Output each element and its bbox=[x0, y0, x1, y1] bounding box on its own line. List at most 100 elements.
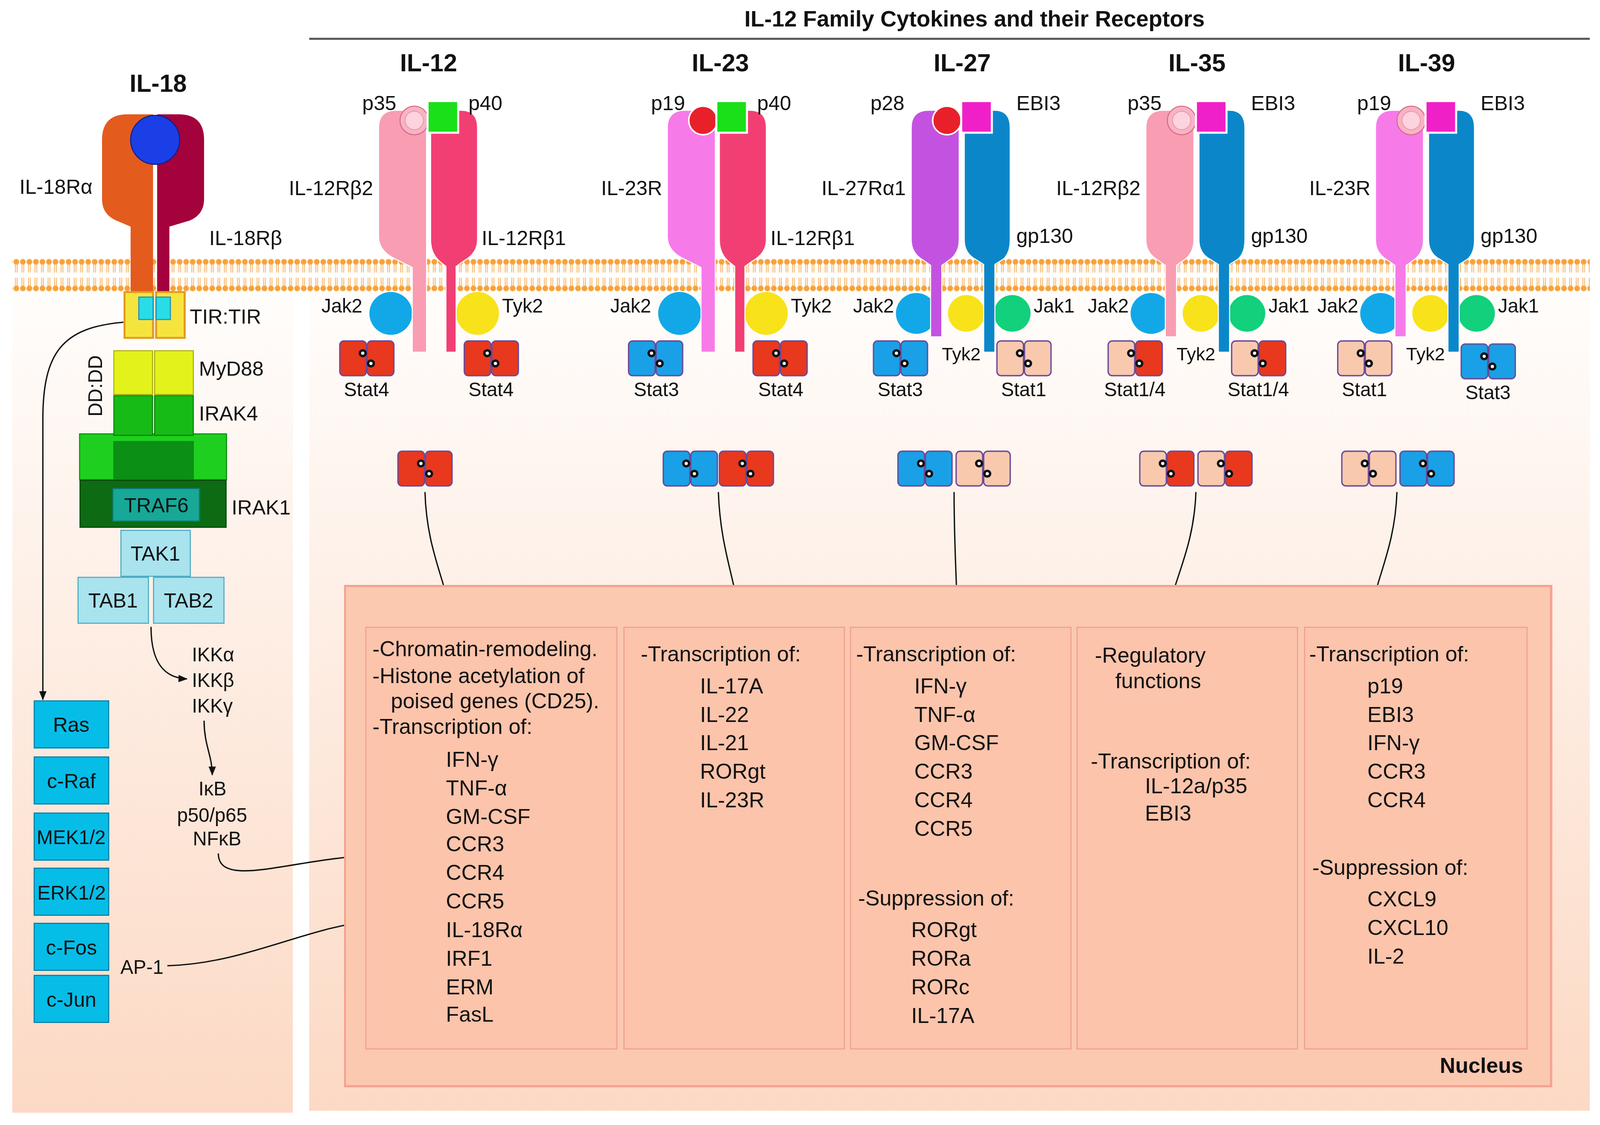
part-label: p19 bbox=[651, 90, 686, 117]
part-label: IL-27Rα1 bbox=[821, 175, 906, 201]
title-rule bbox=[309, 37, 1590, 40]
node-text: CCR4 bbox=[1367, 787, 1426, 814]
node-text: CXCL9 bbox=[1367, 885, 1437, 913]
node-text: RORc bbox=[911, 973, 970, 1001]
cytoplasm-panel bbox=[309, 292, 1590, 1111]
part-label: Tyk2 bbox=[790, 294, 832, 319]
node-text: EBI3 bbox=[1367, 701, 1414, 728]
node-text: -Transcription of: bbox=[1090, 748, 1251, 775]
node-text: CCR5 bbox=[914, 815, 973, 842]
part-label: Stat3 bbox=[877, 377, 923, 403]
node-text: TIR:TIR bbox=[189, 303, 262, 330]
node-text: -Chromatin-remodeling. bbox=[372, 636, 598, 663]
part-label: gp130 bbox=[1251, 222, 1309, 249]
pathway-box: TAB2 bbox=[153, 576, 225, 624]
part-label: Jak1 bbox=[1033, 294, 1075, 319]
node-text: IL-23R bbox=[700, 787, 765, 814]
cytokine-subunits bbox=[400, 101, 1457, 135]
node-text: CCR4 bbox=[914, 787, 973, 814]
death-domain bbox=[113, 350, 194, 395]
node-text: CXCL10 bbox=[1367, 914, 1449, 941]
node-text: IL-21 bbox=[700, 729, 749, 757]
part-label: Tyk2 bbox=[941, 342, 981, 366]
part-label: Stat1/4 bbox=[1227, 377, 1290, 403]
receptor-chains bbox=[378, 110, 1475, 353]
cytokine-heading: IL-35 bbox=[1168, 47, 1226, 79]
part-label: IL-18Rα bbox=[19, 174, 93, 200]
node-text: IFN-γ bbox=[914, 672, 967, 700]
node-text: FasL bbox=[446, 1001, 494, 1028]
part-label: IKKγ bbox=[191, 694, 233, 719]
part-label: Jak2 bbox=[610, 294, 652, 319]
node-text: IFN-γ bbox=[1367, 729, 1420, 757]
node-text: MyD88 bbox=[198, 355, 264, 382]
node-text: IRAK4 bbox=[198, 400, 258, 427]
part-label: Stat1 bbox=[1001, 377, 1047, 403]
nucleus-box: -Transcription of: IL-17AIL-22IL-21RORgtI… bbox=[623, 626, 845, 1050]
node-text: CCR3 bbox=[1367, 758, 1426, 786]
nucleus-box: -Regulatory functions -Transcription of:I… bbox=[1076, 626, 1299, 1050]
pathway-box: ERK1/2 bbox=[33, 867, 110, 916]
part-label: Tyk2 bbox=[502, 294, 544, 319]
part-label: gp130 bbox=[1480, 222, 1538, 249]
cytokine-heading: IL-39 bbox=[1398, 47, 1456, 79]
pathway-box: TAB1 bbox=[77, 576, 149, 624]
node-text: c-Jun bbox=[46, 986, 97, 1013]
node-text: CCR3 bbox=[914, 758, 973, 786]
part-label: p40 bbox=[757, 90, 792, 117]
part-label: EBI3 bbox=[1251, 90, 1296, 117]
part-label: Jak2 bbox=[321, 294, 363, 319]
part-label: Stat4 bbox=[758, 377, 804, 403]
node-text: CCR5 bbox=[446, 887, 505, 915]
part-label: Tyk2 bbox=[1176, 342, 1216, 366]
pathway-box: IRAK1TRAF6 bbox=[79, 479, 227, 528]
node-text: TAB2 bbox=[163, 587, 214, 614]
pathway-box: c-Jun bbox=[33, 975, 110, 1023]
node-text: -Transcription of: bbox=[372, 713, 533, 740]
cell-membrane bbox=[12, 257, 1590, 294]
stat-dimers bbox=[339, 341, 1516, 487]
part-label: NFκB bbox=[192, 826, 242, 852]
node-text: IL-18Rα bbox=[446, 916, 523, 944]
node-text: ERM bbox=[446, 973, 494, 1001]
irak4-domain bbox=[113, 394, 194, 436]
tir-domain bbox=[123, 290, 186, 339]
node-text: RORgt bbox=[700, 758, 766, 786]
node-text: CCR4 bbox=[446, 859, 505, 886]
node-text: MEK1/2 bbox=[36, 824, 106, 850]
part-label: IL-18Rβ bbox=[209, 224, 283, 251]
part-label: Stat1/4 bbox=[1103, 377, 1166, 403]
diagram-title: IL-12 Family Cytokines and their Recepto… bbox=[744, 5, 1205, 34]
part-label: Jak1 bbox=[1497, 294, 1539, 319]
pathway-box: TIR:TIR bbox=[123, 290, 186, 339]
part-label: IKKα bbox=[191, 642, 234, 668]
node-text: ERK1/2 bbox=[37, 879, 106, 906]
part-label: p35 bbox=[1127, 90, 1162, 117]
node-text: -Suppression of: bbox=[1312, 854, 1469, 881]
node-text: IL-17A bbox=[700, 672, 764, 700]
node-text: -Regulatory functions bbox=[1094, 641, 1238, 693]
node-text: RORa bbox=[911, 945, 971, 972]
part-label: Jak2 bbox=[1087, 294, 1129, 319]
part-label: AP-1 bbox=[120, 955, 164, 980]
node-text: TAB1 bbox=[88, 587, 138, 614]
part-label: IL-12Rβ1 bbox=[481, 224, 567, 251]
cytokine-heading: IL-12 bbox=[400, 47, 458, 79]
part-label: EBI3 bbox=[1480, 90, 1525, 117]
node-text: -Transcription of: bbox=[640, 641, 801, 668]
part-label: p35 bbox=[362, 90, 397, 117]
part-label: Tyk2 bbox=[1406, 342, 1446, 366]
node-text: TRAF6 bbox=[123, 492, 189, 519]
node-text: IL-12a/p35 bbox=[1144, 772, 1248, 800]
part-label: Stat1 bbox=[1341, 377, 1387, 403]
node-text: IL-22 bbox=[700, 701, 749, 728]
part-label: IL-12Rβ1 bbox=[770, 224, 856, 251]
part-label: IL-12Rβ2 bbox=[288, 175, 374, 201]
part-label: IL-12Rβ2 bbox=[1056, 175, 1141, 201]
pathway-box: TRAF6 bbox=[112, 487, 201, 522]
node-text: IRF1 bbox=[446, 945, 493, 972]
part-label: IκB bbox=[198, 776, 227, 802]
cytokine-heading: IL-27 bbox=[933, 47, 991, 79]
nucleus-region: Nucleus-Chromatin-remodeling.-Histone ac… bbox=[344, 584, 1553, 1087]
part-label: Jak2 bbox=[1317, 294, 1359, 319]
